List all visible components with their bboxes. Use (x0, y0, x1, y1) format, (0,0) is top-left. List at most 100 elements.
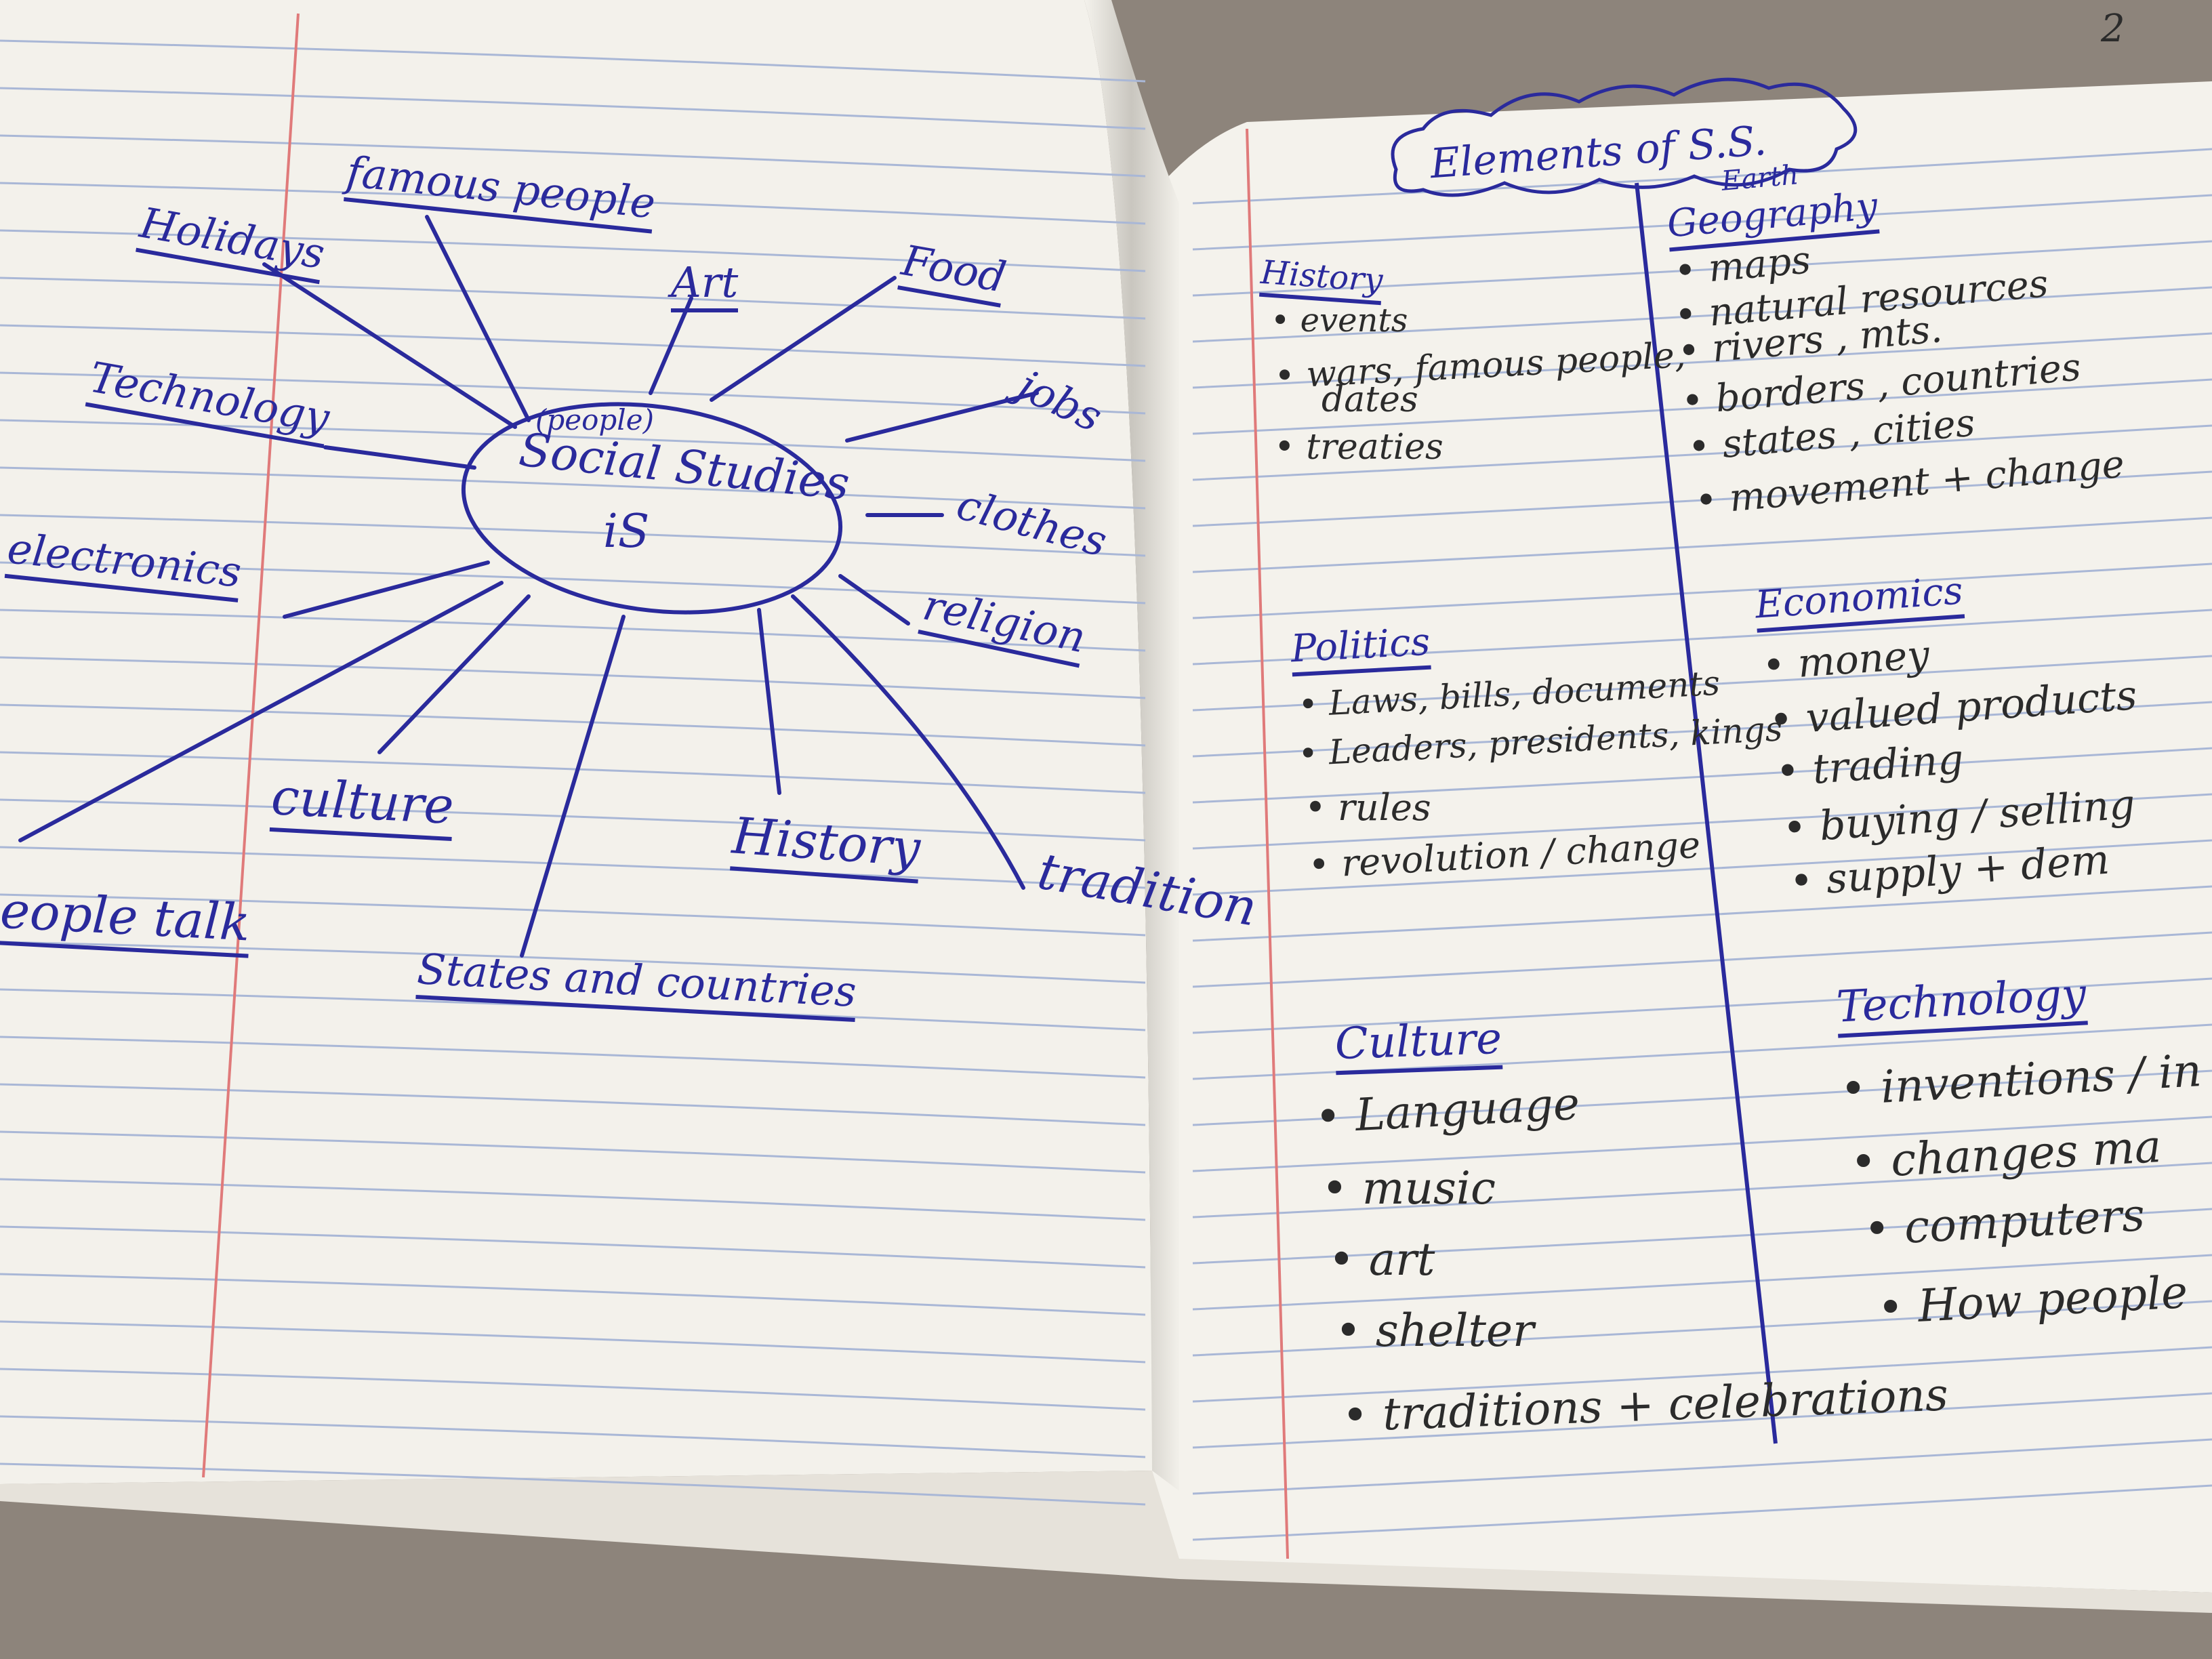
spoke-label: History (730, 806, 922, 884)
center-oval (461, 402, 843, 615)
spoke-holidays (262, 262, 517, 429)
column-divider (1635, 182, 1778, 1444)
ruled-line (1192, 655, 2212, 712)
spoke-technology (323, 445, 476, 470)
spoke-electronics (283, 560, 490, 619)
ruled-line (1192, 885, 2212, 942)
ruled-line (0, 1130, 1146, 1174)
ruled-line (0, 656, 1146, 699)
politics-item: • rules (1305, 786, 1431, 829)
history-item: dates (1322, 380, 1418, 420)
spoke-jobs (845, 391, 1039, 443)
ruled-line (1192, 1392, 2212, 1449)
ruled-line (0, 134, 1146, 178)
spoke-states-and-countries (520, 615, 626, 958)
center-note: (people) (535, 403, 654, 436)
ruled-line (0, 988, 1146, 1031)
ruled-line (0, 609, 1146, 652)
ruled-line (0, 1415, 1146, 1458)
ruled-line (1192, 240, 2212, 297)
ruled-line (0, 893, 1146, 937)
culture-item: • art (1328, 1233, 1435, 1286)
ruled-line (0, 1083, 1146, 1126)
ruled-line (1192, 378, 2212, 435)
history-item: • treaties (1274, 427, 1443, 468)
right-page (1145, 81, 2212, 1593)
spoke-label: culture (269, 768, 455, 841)
ruled-line (1192, 1208, 2212, 1265)
ruled-line (1192, 470, 2212, 527)
ruled-line (1192, 562, 2212, 619)
history-heading: History (1258, 253, 1385, 306)
ruled-line (1192, 1300, 2212, 1357)
ruled-line (1192, 194, 2212, 251)
culture-item: • shelter (1335, 1305, 1534, 1357)
page-number: 2 (2101, 7, 2125, 51)
ruled-line (0, 561, 1146, 605)
culture-heading: Culture (1334, 1013, 1503, 1076)
spoke-religion (838, 574, 910, 626)
culture-item: • music (1322, 1162, 1496, 1214)
ruled-line (1192, 839, 2212, 896)
ruled-line (0, 1225, 1146, 1269)
ruled-line (0, 87, 1146, 130)
ruled-line (0, 846, 1146, 889)
ruled-line (0, 1462, 1146, 1506)
ruled-line (0, 1320, 1146, 1364)
ruled-line (1192, 1484, 2212, 1541)
ruled-line (1192, 609, 2212, 665)
spoke-tradition (791, 594, 1025, 890)
spoke-label: Art (671, 258, 739, 312)
ruled-line (1192, 1115, 2212, 1172)
ruled-line (0, 798, 1146, 842)
ruled-line (1192, 977, 2212, 1034)
ruled-line (0, 324, 1146, 367)
spoke-culture (377, 594, 531, 754)
ruled-line (0, 419, 1146, 462)
ruled-line (0, 229, 1146, 272)
ruled-line (0, 1036, 1146, 1079)
ruled-line (0, 1273, 1146, 1316)
ruled-line (0, 514, 1146, 557)
page-gutter (1084, 0, 1179, 1491)
left-margin-line (202, 13, 300, 1478)
ruled-line (0, 1368, 1146, 1411)
ruled-line (1192, 516, 2212, 573)
ruled-line (1192, 931, 2212, 988)
politics-heading: Politics (1290, 619, 1432, 677)
ruled-line (1192, 1069, 2212, 1126)
ruled-line (0, 182, 1146, 225)
title-cloud (1391, 77, 1858, 197)
ruled-line (1192, 1162, 2212, 1218)
spoke-label: eople talk (0, 881, 252, 958)
ruled-line (0, 466, 1146, 510)
spoke-famous-people (425, 215, 531, 422)
page-stack-edge (0, 1471, 2212, 1613)
mind-map-lines (18, 215, 1039, 958)
ruled-line (0, 276, 1146, 320)
history-item: • events (1271, 302, 1408, 340)
spoke-art (649, 296, 693, 395)
ruled-line (1192, 747, 2212, 804)
spoke-history (757, 608, 781, 795)
ruled-line (1192, 332, 2212, 389)
ruled-line (1192, 793, 2212, 850)
spoke-people-talk (18, 581, 504, 842)
center-subtitle: iS (603, 505, 650, 558)
ruled-line (1192, 1023, 2212, 1080)
ruled-line (1192, 424, 2212, 481)
right-margin-line (1246, 128, 1289, 1559)
ruled-lines (0, 39, 2212, 1541)
ruled-line (1192, 1346, 2212, 1403)
ruled-line (0, 1178, 1146, 1221)
ruled-line (0, 371, 1146, 415)
ruled-line (0, 941, 1146, 984)
ruled-line (0, 39, 1146, 83)
ruled-line (1192, 1438, 2212, 1495)
ruled-line (0, 703, 1146, 747)
ruled-line (1192, 286, 2212, 343)
spoke-food (710, 276, 897, 402)
ruled-line (1192, 1254, 2212, 1311)
